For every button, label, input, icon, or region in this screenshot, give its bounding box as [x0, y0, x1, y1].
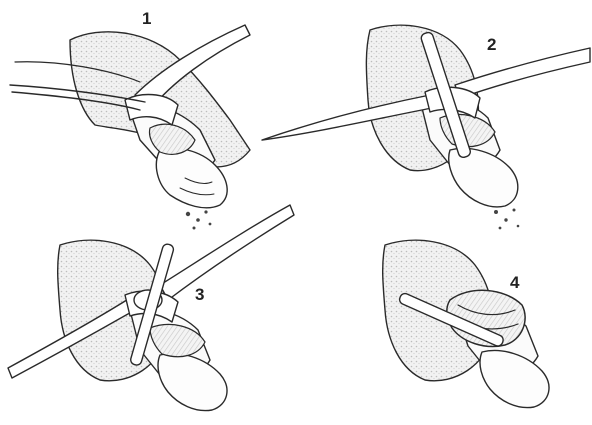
step-number-1: 1: [142, 9, 151, 28]
panel-step-4: 4: [383, 240, 549, 407]
panel-step-3: 3: [8, 205, 294, 411]
hand: [449, 148, 518, 206]
bandage-strip: [160, 205, 294, 300]
hand: [480, 351, 549, 408]
step-number-2: 2: [487, 35, 496, 54]
panel-step-1: 1: [10, 9, 250, 230]
blood-drops: [494, 209, 519, 230]
hand: [158, 354, 227, 411]
blood-drops: [186, 210, 212, 229]
step-number-3: 3: [195, 285, 204, 304]
bandage-strip: [455, 48, 590, 98]
step-number-4: 4: [510, 273, 520, 292]
panel-step-2: 2: [262, 25, 590, 229]
